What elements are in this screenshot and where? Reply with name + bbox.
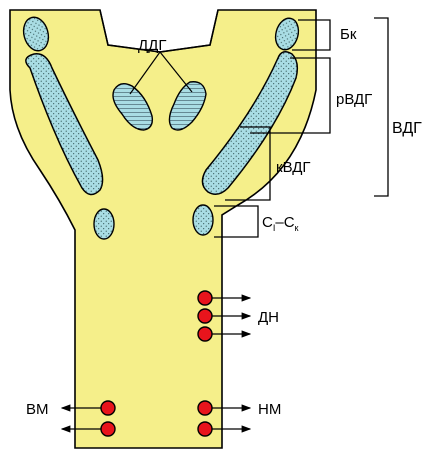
nm-dot-1 (197, 400, 213, 416)
kvdg-bracket (225, 126, 271, 201)
ddg-pointer-right (159, 51, 193, 93)
c-range-label: CI–Cк (262, 214, 299, 233)
vdg-bracket (374, 17, 389, 197)
right-c-stipple (193, 205, 213, 235)
left-ddg-hatch (113, 83, 153, 130)
brainstem-body (9, 9, 317, 449)
rvdg-bracket (250, 57, 331, 134)
right-bk-stipple (275, 18, 299, 50)
vdg-label: ВДГ (392, 120, 422, 137)
bk-label: Бк (340, 26, 357, 43)
rvdg-label: рВДГ (336, 91, 372, 108)
vm-dot-1 (100, 400, 116, 416)
right-vdg-stipple (202, 51, 298, 195)
c-bracket (214, 205, 259, 238)
vm-dot-2 (100, 421, 116, 437)
nm-label: НМ (258, 401, 281, 418)
kvdg-label: кВДГ (276, 159, 311, 176)
left-bk-stipple (23, 17, 49, 51)
left-vdg-stipple (25, 53, 103, 195)
dn-label: ДН (258, 309, 279, 326)
ddg-label: ДДГ (138, 37, 166, 54)
ddg-pointer-left (129, 51, 161, 95)
dn-dot-2 (197, 308, 213, 324)
right-ddg-hatch (169, 81, 206, 130)
left-c-stipple (94, 209, 114, 239)
dn-dot-1 (197, 290, 213, 306)
nm-dot-2 (197, 421, 213, 437)
vm-label: ВМ (26, 401, 49, 418)
dn-dot-3 (197, 326, 213, 342)
bk-bracket (292, 19, 331, 51)
